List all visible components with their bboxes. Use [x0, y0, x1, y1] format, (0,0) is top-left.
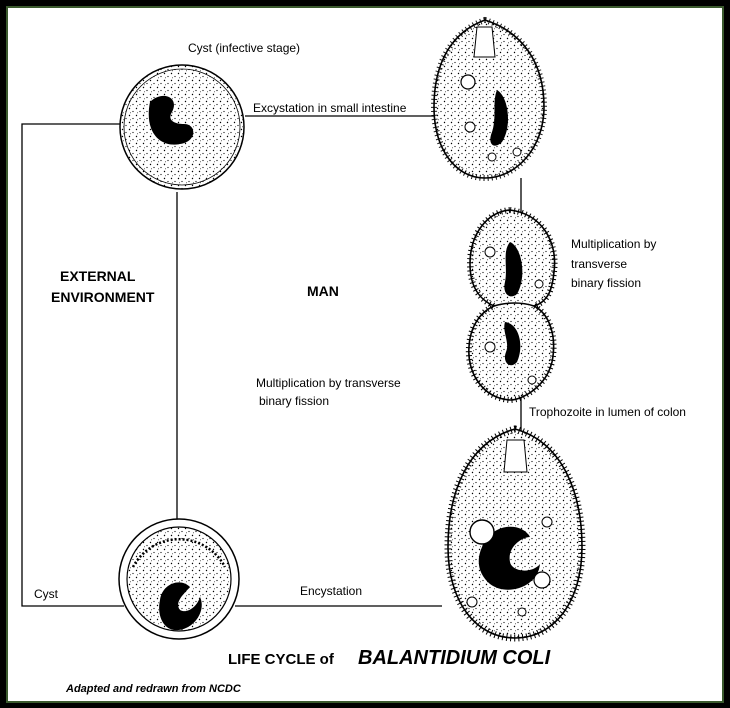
trophozoite-label: Trophozoite in lumen of colon: [529, 405, 686, 420]
multiplication-right-line-3: binary fission: [571, 276, 641, 291]
man-label: MAN: [307, 282, 339, 301]
diagram-frame: Cyst (infective stage) Excystation in sm…: [6, 6, 724, 703]
infective-cyst: [120, 65, 244, 189]
title-species: BALANTIDIUM COLI: [358, 646, 550, 670]
encystation-label: Encystation: [300, 584, 362, 599]
cyst-label: Cyst: [34, 587, 58, 602]
multiplication-center-line-2: binary fission: [259, 394, 329, 409]
multiplication-center-line-1: Multiplication by transverse: [256, 376, 401, 391]
cyst: [119, 519, 239, 639]
excysted-trophozoite: [434, 20, 544, 178]
colon-trophozoite: [448, 429, 582, 638]
title-prefix: LIFE CYCLE of: [228, 650, 334, 669]
external-environment-line-2: ENVIRONMENT: [51, 288, 154, 307]
external-environment-line-1: EXTERNAL: [60, 267, 135, 286]
multiplication-right-line-2: transverse: [571, 257, 627, 272]
multiplication-right-line-1: Multiplication by: [571, 237, 656, 252]
external-loop-line: [22, 124, 124, 606]
dividing-trophozoite: [469, 210, 555, 400]
cyst-infective-label: Cyst (infective stage): [188, 41, 300, 56]
excystation-label: Excystation in small intestine: [253, 101, 406, 116]
credit-line: Adapted and redrawn from NCDC: [66, 682, 241, 696]
